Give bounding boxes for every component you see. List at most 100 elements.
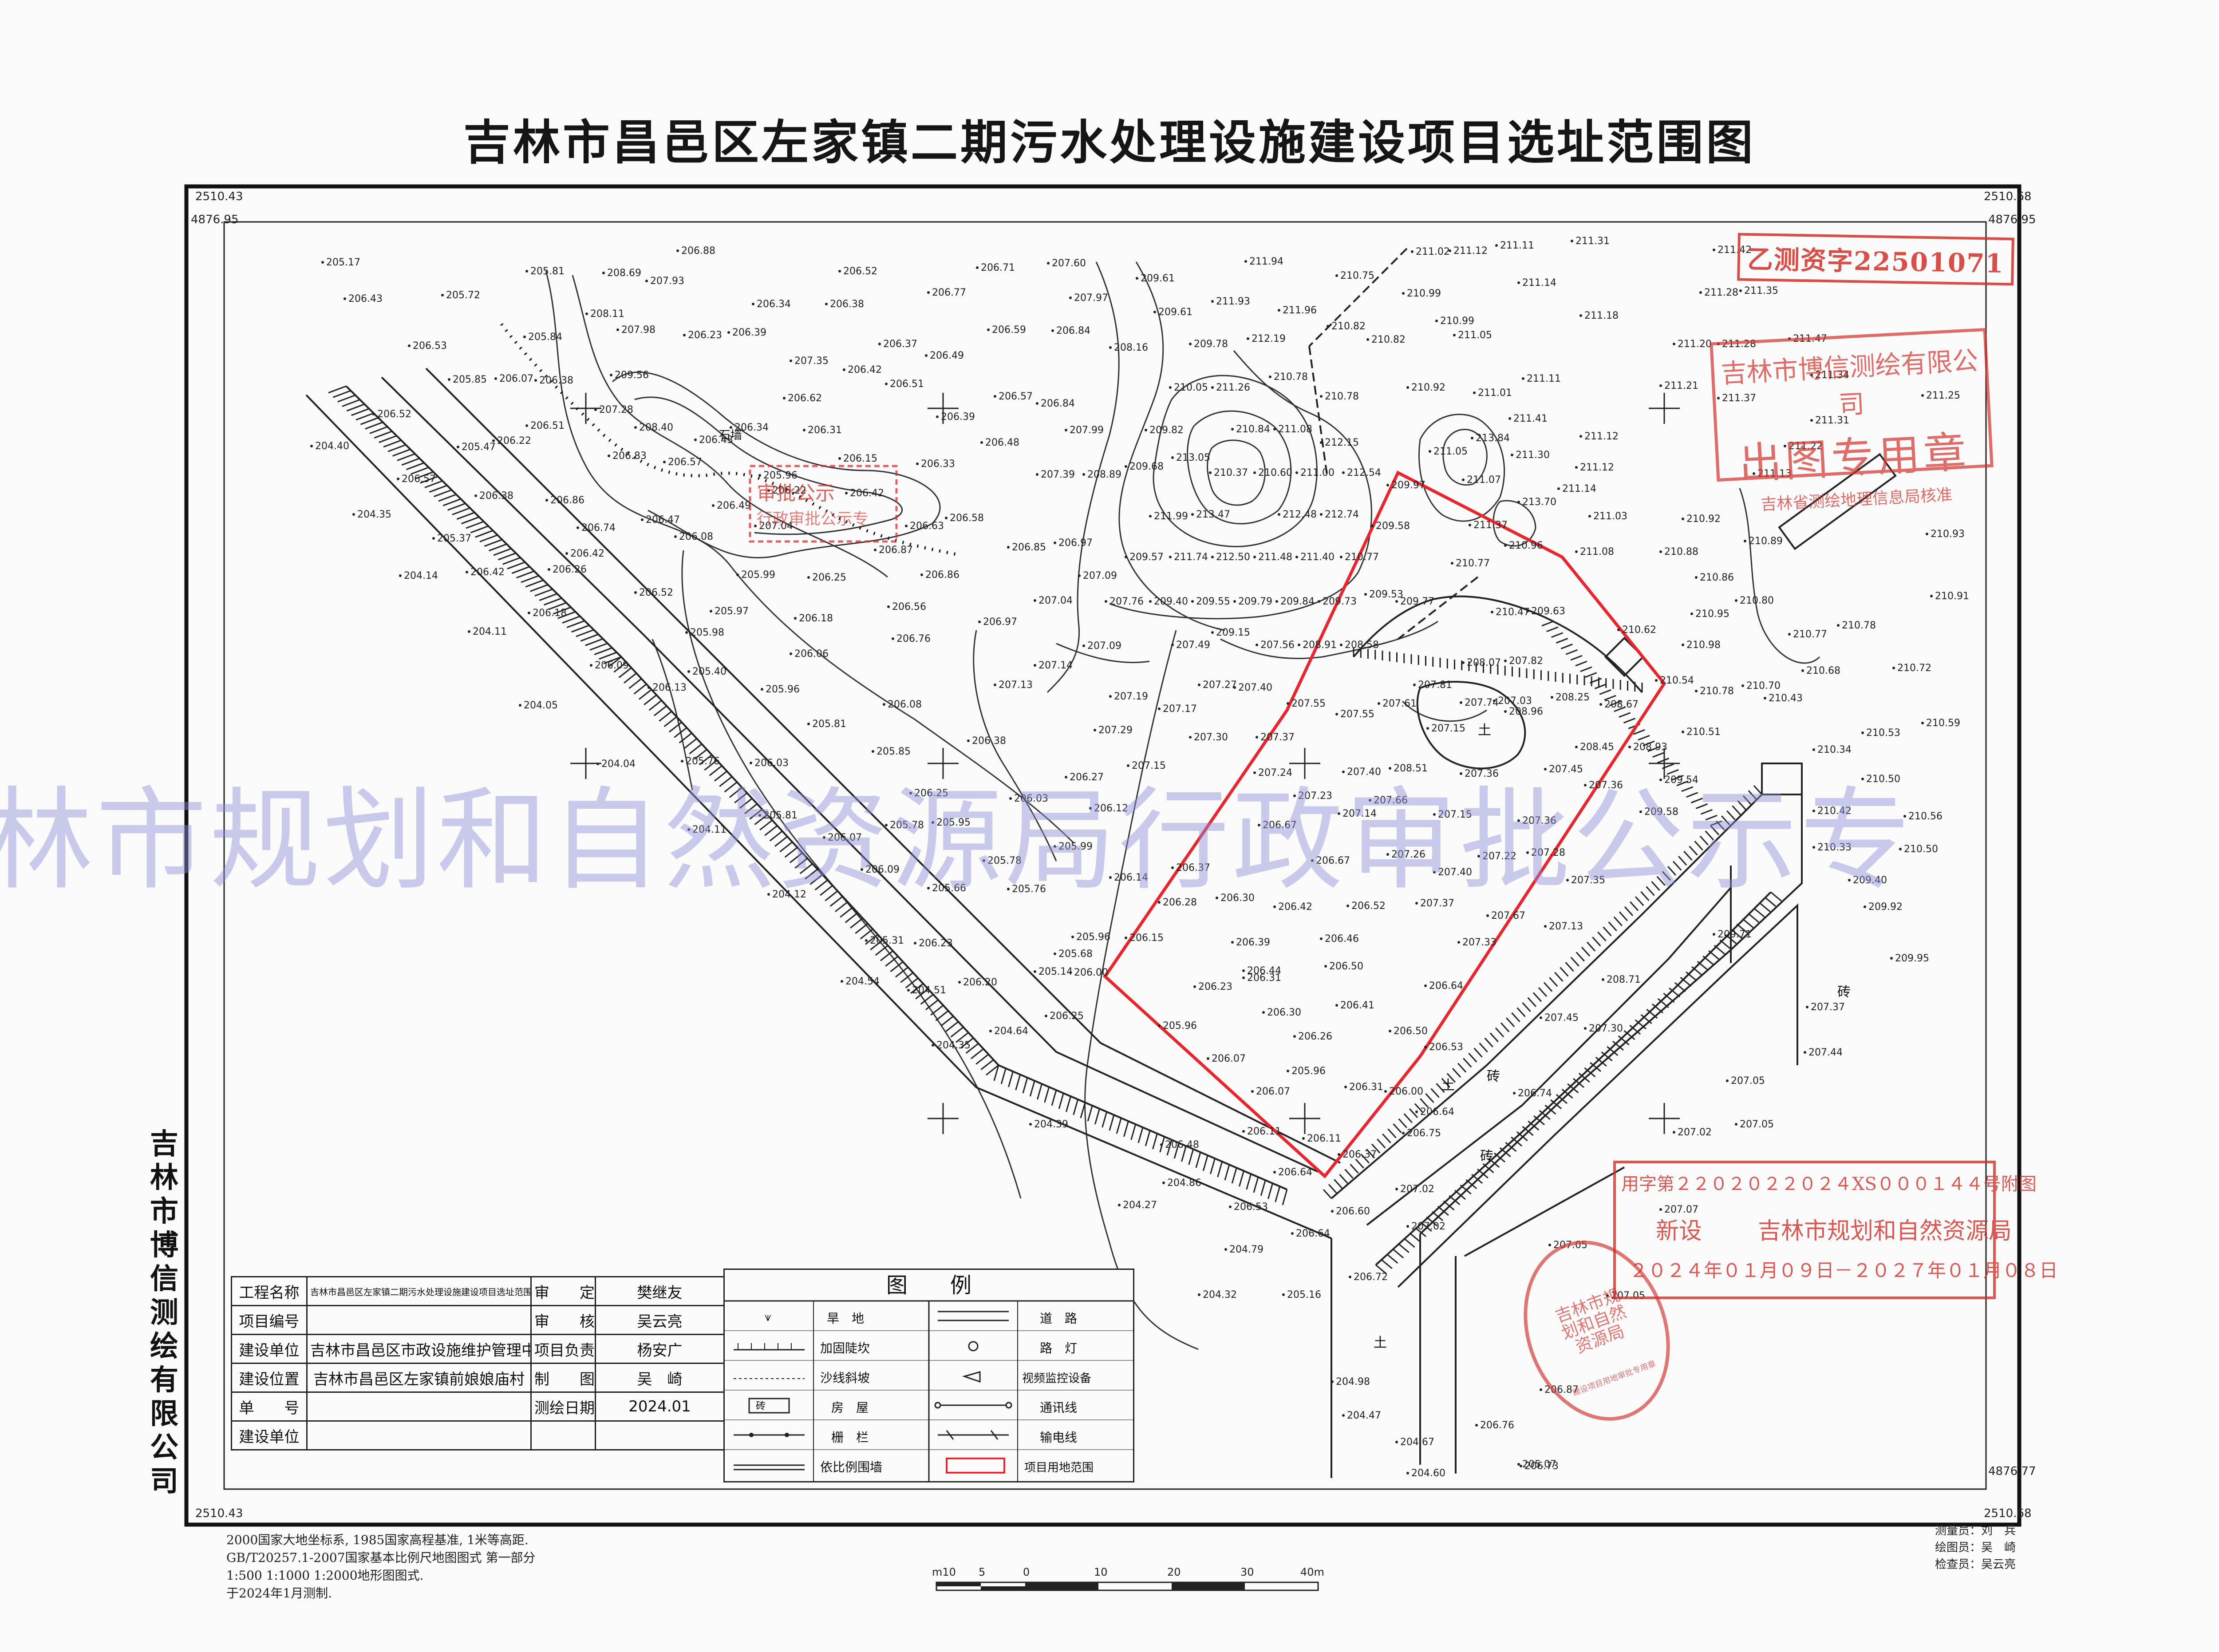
elevation-dot bbox=[1369, 799, 1371, 802]
footer-line-2: GB/T20257.1-2007国家基本比例尺地图图式 第一部分 bbox=[226, 1550, 536, 1565]
elevation-label: 206.51 bbox=[890, 379, 924, 390]
elevation-label: 205.76 bbox=[686, 756, 720, 767]
elevation-dot bbox=[1209, 471, 1212, 474]
elevation-dot bbox=[1258, 824, 1260, 826]
legend-road: 道 路 bbox=[1040, 1311, 1078, 1326]
elevation-dot bbox=[885, 824, 888, 826]
elevation-label: 207.17 bbox=[1163, 703, 1197, 715]
terrace-edge bbox=[1353, 595, 1643, 693]
elevation-label: 207.60 bbox=[1052, 258, 1086, 269]
elevation-label: 204.14 bbox=[404, 570, 438, 581]
elevation-label: 205.95 bbox=[936, 817, 971, 828]
elevation-label: 210.99 bbox=[1407, 288, 1441, 299]
elevation-dot bbox=[1342, 771, 1345, 773]
elevation-label: 206.38 bbox=[479, 490, 513, 502]
elevation-label: 206.31 bbox=[1349, 1082, 1383, 1093]
elevation-label: 207.33 bbox=[1462, 937, 1496, 948]
elevation-dot bbox=[1659, 1208, 1662, 1211]
elevation-dot bbox=[987, 328, 990, 331]
map-label-earth-3: 土 bbox=[1374, 1335, 1387, 1351]
elevation-dot bbox=[548, 568, 550, 571]
elevation-dot bbox=[1009, 797, 1012, 800]
elevation-dot bbox=[474, 494, 477, 497]
elevation-label: 208.67 bbox=[1604, 699, 1639, 710]
elevation-label: 206.06 bbox=[794, 648, 829, 660]
elevation-label: 206.52 bbox=[1351, 901, 1386, 912]
elevation-dot bbox=[432, 537, 435, 540]
elevation-label: 206.00 bbox=[1389, 1086, 1423, 1097]
elevation-label: 208.71 bbox=[1607, 974, 1641, 985]
elevation-label: 206.37 bbox=[1342, 1149, 1377, 1160]
elevation-label: 210.62 bbox=[1622, 624, 1656, 636]
elevation-label: 205.97 bbox=[715, 606, 749, 617]
elevation-label: 207.76 bbox=[1110, 596, 1144, 607]
legend-brick-mark: 砖 bbox=[756, 1401, 766, 1412]
label-drawer: 制 图 bbox=[530, 1363, 596, 1393]
elevation-dot bbox=[1158, 901, 1161, 904]
elevation-label: 207.36 bbox=[1465, 768, 1499, 779]
elevation-label: 207.37 bbox=[1420, 898, 1454, 909]
elevation-dot bbox=[1520, 1465, 1522, 1467]
elevation-dot bbox=[1395, 1188, 1398, 1190]
elevation-dot bbox=[1804, 1051, 1806, 1054]
elevation-dot bbox=[608, 454, 610, 457]
elevation-label: 207.49 bbox=[1176, 640, 1210, 651]
elevation-label: 211.37 bbox=[1722, 393, 1756, 404]
elevation-label: 207.14 bbox=[1038, 660, 1073, 671]
elevation-dot bbox=[441, 294, 444, 296]
legend-dry-land: 旱 地 bbox=[827, 1311, 865, 1326]
elevation-label: 207.37 bbox=[1260, 732, 1295, 743]
elevation-dot bbox=[1617, 628, 1620, 631]
elevation-dot bbox=[712, 504, 715, 507]
credit-surveyor: 测量员：刘 兵 bbox=[1935, 1524, 2016, 1537]
scale-bar bbox=[936, 1581, 1319, 1591]
elevation-label: 211.20 bbox=[1678, 339, 1712, 350]
elevation-label: 206.84 bbox=[1041, 398, 1075, 409]
elevation-dot bbox=[1522, 377, 1524, 380]
elevation-label: 209.63 bbox=[1531, 606, 1565, 617]
label-survey-date: 测绘日期 bbox=[530, 1391, 596, 1422]
elevation-dot bbox=[1275, 600, 1278, 603]
elevation-dot bbox=[1320, 441, 1323, 444]
elevation-dot bbox=[761, 688, 763, 691]
elevation-dot bbox=[989, 1030, 992, 1032]
footer-line-3: 1:500 1:1000 1:2000地形图图式. bbox=[226, 1568, 424, 1583]
credit-drafter: 绘图员：吴 崎 bbox=[1935, 1541, 2016, 1554]
elevation-dot bbox=[1449, 249, 1451, 252]
elevation-dot bbox=[736, 573, 739, 576]
elevation-dot bbox=[1475, 1424, 1478, 1427]
elevation-dot bbox=[1034, 599, 1036, 602]
elevation-dot bbox=[519, 704, 521, 707]
elevation-dot bbox=[1282, 1293, 1285, 1296]
elevation-dot bbox=[1335, 713, 1338, 715]
elevation-label: 210.68 bbox=[1806, 665, 1840, 676]
elevation-label: 206.25 bbox=[1050, 1011, 1084, 1022]
elevation-dot bbox=[1599, 703, 1602, 706]
round-seal-subtext: 建设项目用地审批专用章 bbox=[1571, 1359, 1657, 1398]
elevation-label: 211.99 bbox=[1154, 511, 1188, 522]
elevation-label: 206.57 bbox=[668, 457, 702, 468]
elevation-dot bbox=[576, 526, 579, 529]
elevation-label: 213.84 bbox=[1476, 433, 1510, 444]
elevation-dot bbox=[687, 828, 690, 831]
value-project-name: 吉林市昌邑区左家镇二期污水处理设施建设项目选址范围图 bbox=[306, 1276, 532, 1306]
elevation-label: 207.40 bbox=[1238, 682, 1272, 693]
elevation-dot bbox=[545, 499, 548, 502]
elevation-dot bbox=[710, 610, 712, 613]
elevation-label: 209.56 bbox=[615, 370, 649, 381]
elevation-label: 210.96 bbox=[1509, 540, 1543, 551]
label-project-no: 项目编号 bbox=[231, 1305, 308, 1335]
elevation-label: 207.24 bbox=[1258, 767, 1292, 779]
inner-frame bbox=[223, 221, 1987, 1490]
elevation-dot bbox=[1424, 984, 1427, 987]
elevation-label: 211.31 bbox=[1575, 236, 1610, 247]
elevation-label: 210.33 bbox=[1817, 842, 1852, 853]
elevation-label: 206.57 bbox=[999, 391, 1033, 402]
elevation-label: 209.73 bbox=[1323, 596, 1357, 607]
elevation-dot bbox=[448, 378, 450, 381]
elevation-label: 207.04 bbox=[759, 521, 793, 532]
elevation-label: 206.75 bbox=[1407, 1128, 1441, 1139]
elevation-dot bbox=[1054, 952, 1056, 955]
label-unit-no: 单 号 bbox=[231, 1391, 308, 1422]
